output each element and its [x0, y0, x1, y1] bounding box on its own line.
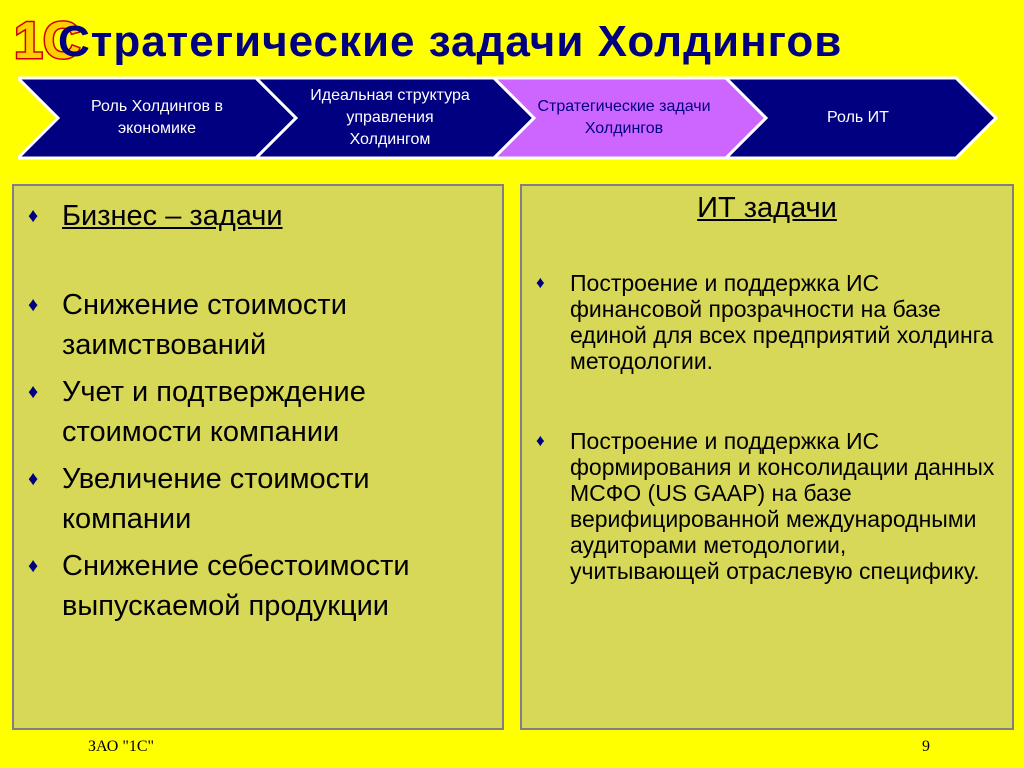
list-item-text: Снижение стоимости заимствований — [62, 289, 347, 361]
list-item: ♦ Снижение стоимости заимствований — [28, 285, 488, 365]
list-item: ♦ Построение и поддержка ИС формирования… — [536, 428, 1002, 584]
list-item: ♦ Снижение себестоимости выпускаемой про… — [28, 546, 488, 626]
logo-text: 1С — [14, 12, 80, 68]
list-item-text: Учет и подтверждение стоимости компании — [62, 376, 366, 448]
list-item: ♦ Бизнес – задачи — [28, 196, 488, 236]
step-2-label: Идеальная структура управления Холдингом — [310, 87, 470, 148]
page-title: Стратегические задачи Холдингов — [58, 17, 843, 66]
footer-company: ЗАО "1С" — [88, 738, 155, 755]
list-item-text: Построение и поддержка ИС формирования и… — [570, 428, 995, 584]
list-item-text: Построение и поддержка ИС финансовой про… — [570, 270, 994, 374]
diamond-bullet-icon: ♦ — [536, 273, 545, 292]
it-tasks-list: ♦ Построение и поддержка ИС финансовой п… — [536, 270, 1002, 638]
step-4-label: Роль ИТ — [827, 109, 889, 126]
diamond-bullet-icon: ♦ — [28, 381, 39, 403]
step-1-label: Роль Холдингов в экономике — [91, 98, 223, 137]
diamond-bullet-icon: ♦ — [28, 468, 39, 490]
slide-number: 9 — [922, 738, 930, 755]
list-item-text: Снижение себестоимости выпускаемой проду… — [62, 550, 410, 622]
diamond-bullet-icon: ♦ — [28, 555, 39, 577]
company-logo: 1С — [13, 11, 82, 69]
it-tasks-panel: ИТ задачи ♦ Построение и поддержка ИС фи… — [520, 184, 1014, 730]
business-tasks-list: ♦ Бизнес – задачи ♦ Снижение стоимости з… — [28, 196, 488, 633]
it-tasks-heading: ИТ задачи — [697, 192, 837, 224]
diamond-bullet-icon: ♦ — [536, 431, 545, 450]
list-item: ♦ Увеличение стоимости компании — [28, 459, 488, 539]
list-item-text: Увеличение стоимости компании — [62, 463, 370, 535]
list-item: ♦ Построение и поддержка ИС финансовой п… — [536, 270, 1002, 374]
business-tasks-panel: ♦ Бизнес – задачи ♦ Снижение стоимости з… — [12, 184, 504, 730]
process-steps — [18, 76, 998, 160]
diamond-bullet-icon: ♦ — [28, 205, 39, 227]
step-4-chevron[interactable] — [722, 76, 998, 160]
diamond-bullet-icon: ♦ — [28, 294, 39, 316]
list-item: ♦ Учет и подтверждение стоимости компани… — [28, 372, 488, 452]
step-3-label: Стратегические задачи Холдингов — [537, 98, 711, 137]
business-tasks-heading: Бизнес – задачи — [62, 200, 283, 232]
